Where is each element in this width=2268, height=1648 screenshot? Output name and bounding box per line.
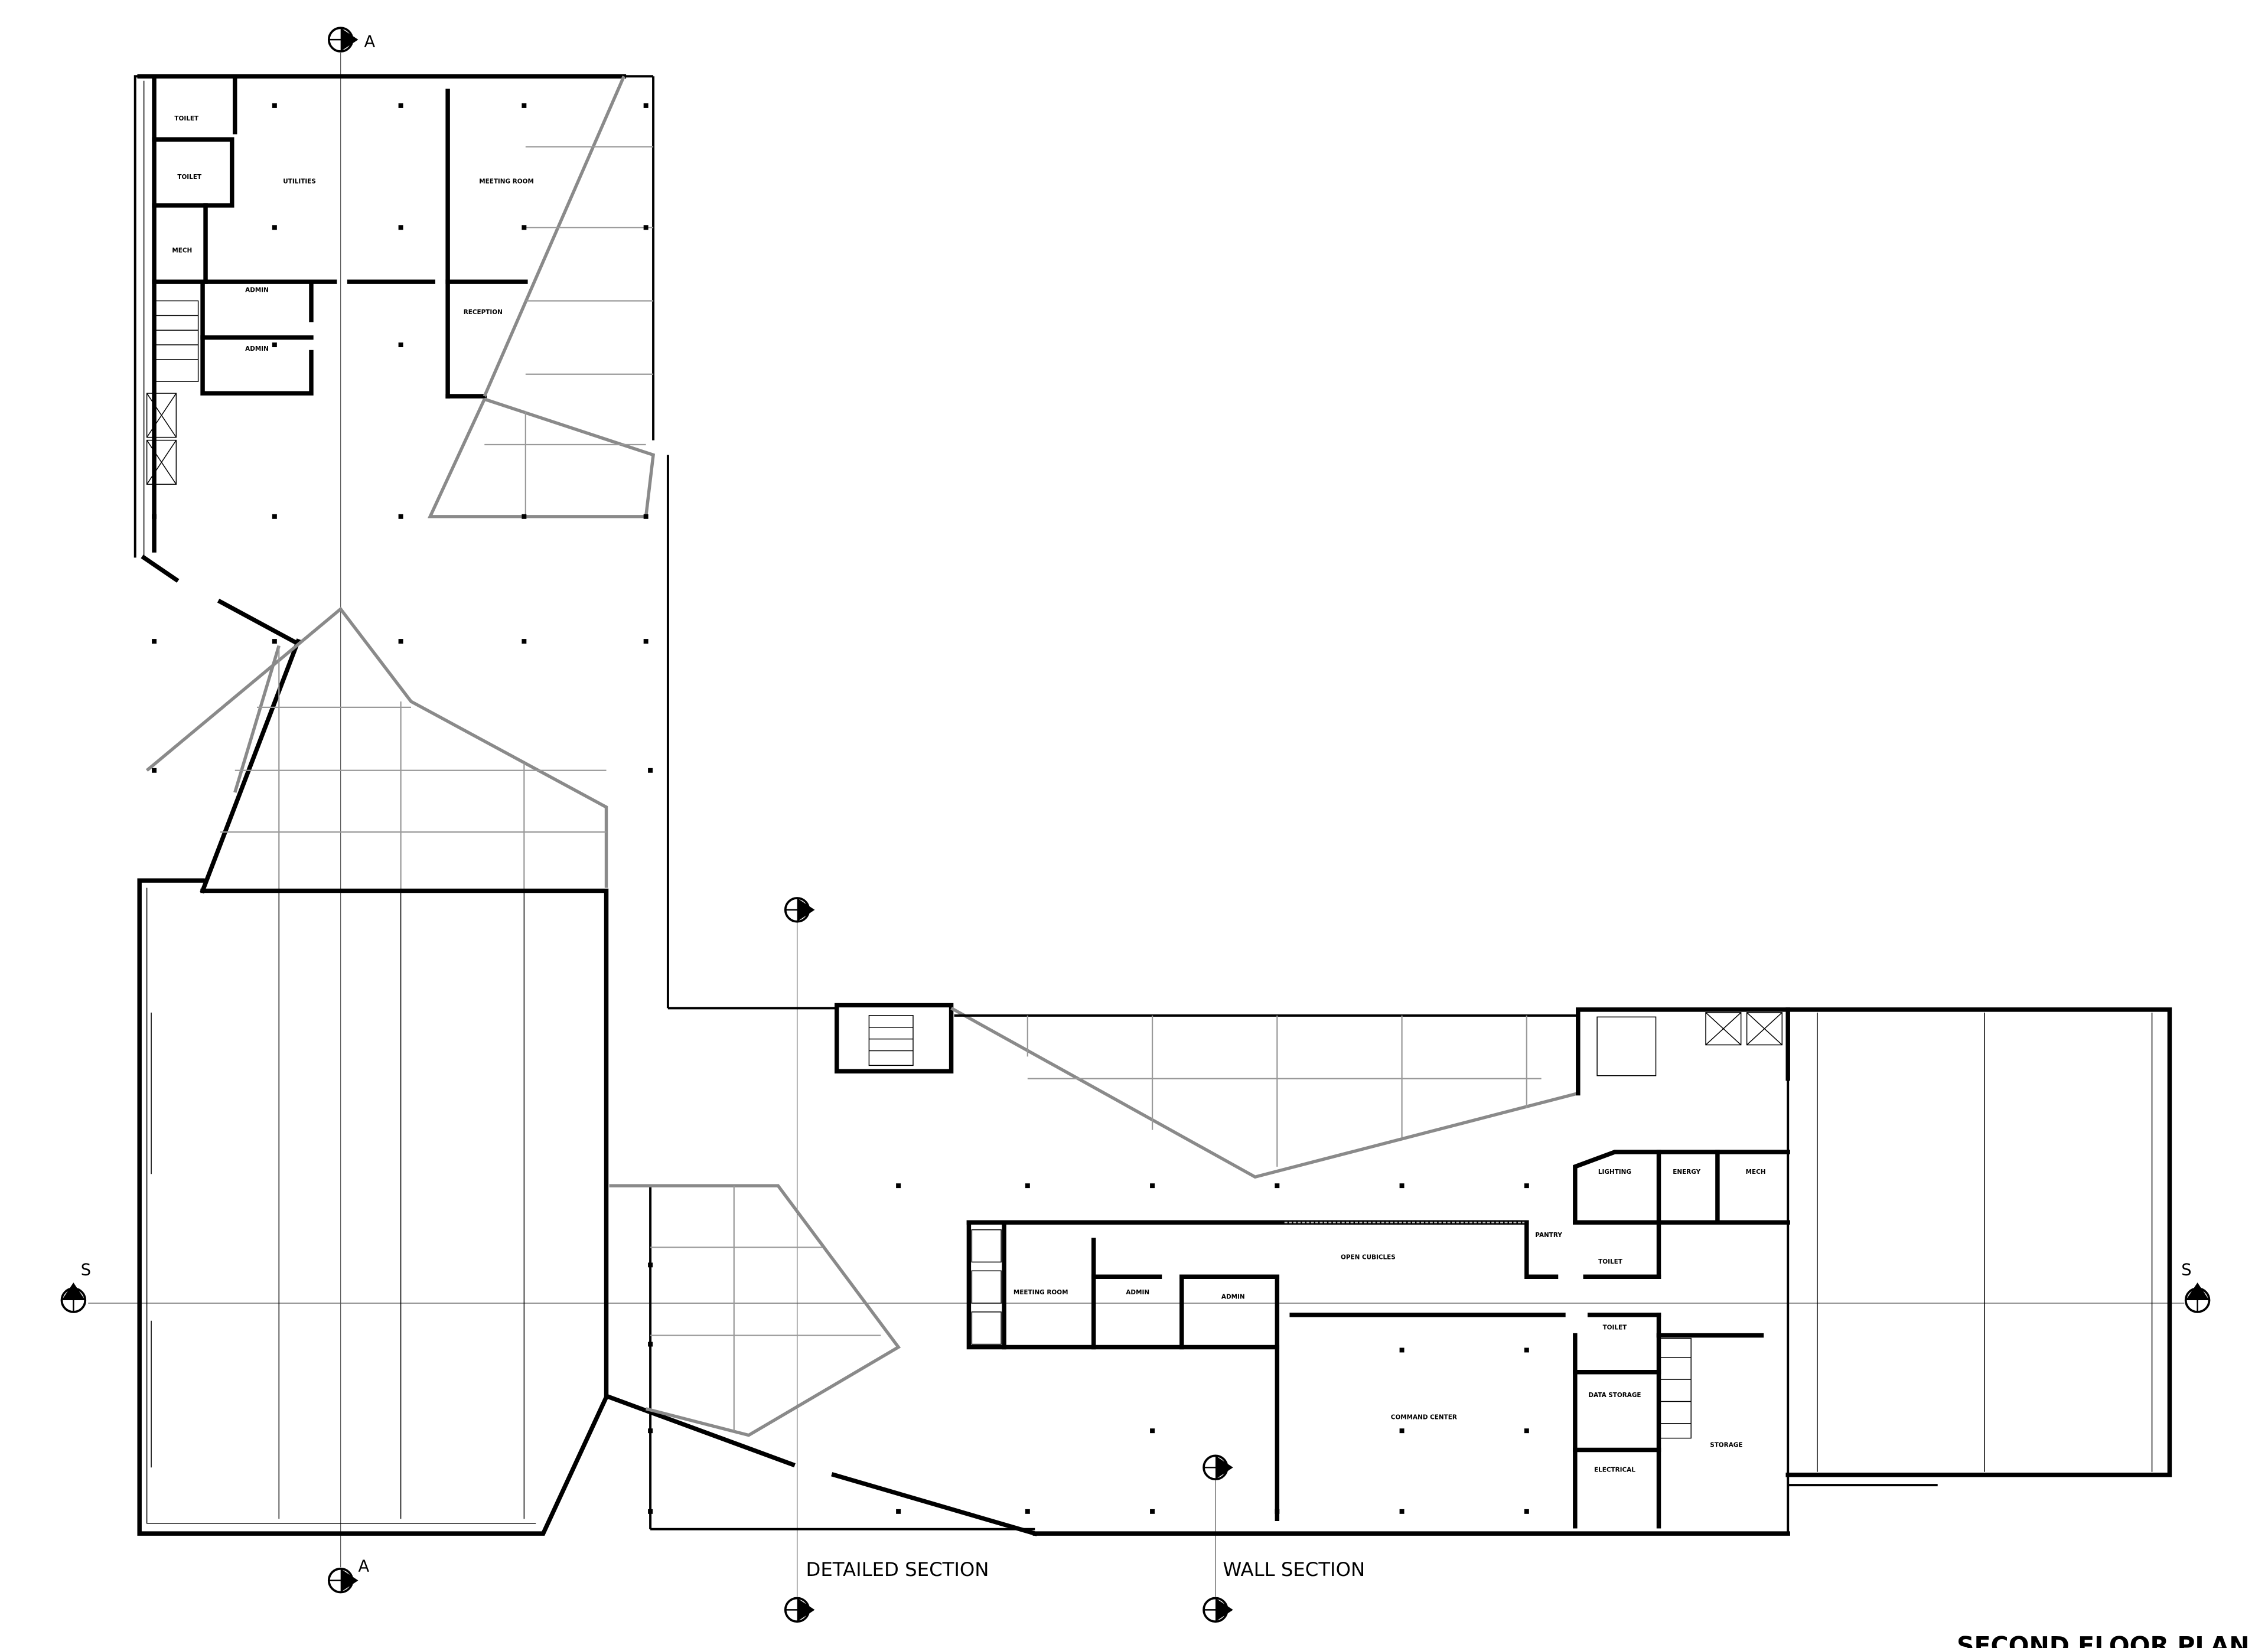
- column: [648, 768, 653, 773]
- column: [398, 225, 403, 230]
- svg-text:S: S: [2181, 1261, 2191, 1280]
- room-label: LIGHTING: [1598, 1169, 1631, 1176]
- room-label: OPEN CUBICLES: [1341, 1254, 1396, 1261]
- column: [1150, 1183, 1155, 1189]
- room-label: TOILET: [1598, 1258, 1623, 1265]
- column: [1150, 1509, 1155, 1514]
- column: [152, 768, 157, 773]
- room-label: ADMIN: [1126, 1289, 1149, 1296]
- column: [1399, 1428, 1405, 1434]
- column: [272, 514, 277, 519]
- room-label: DATA STORAGE: [1588, 1392, 1641, 1399]
- column: [1150, 1428, 1155, 1434]
- svg-text:A: A: [364, 33, 375, 51]
- room-label: ENERGY: [1673, 1169, 1700, 1176]
- column: [1399, 1347, 1405, 1353]
- column: [1275, 1509, 1280, 1514]
- room-label: MEETING ROOM: [1014, 1289, 1068, 1296]
- room-label: TOILET: [174, 115, 199, 122]
- room-label: MEETING ROOM: [479, 178, 534, 185]
- column: [643, 639, 649, 644]
- column: [522, 225, 527, 230]
- column: [1524, 1183, 1529, 1189]
- column: [398, 639, 403, 644]
- column: [398, 103, 403, 108]
- section-marker-s-left: S: [60, 1261, 91, 1313]
- svg-text:WALL SECTION: WALL SECTION: [1223, 1558, 1365, 1581]
- room-label: RECEPTION: [464, 309, 503, 316]
- room-label: ADMIN: [245, 345, 269, 353]
- column: [522, 514, 527, 519]
- grid-axes: [88, 53, 2185, 1597]
- column: [648, 1509, 653, 1514]
- column: [648, 1428, 653, 1434]
- room-label: TOILET: [177, 174, 202, 181]
- column: [272, 639, 277, 644]
- room-labels: TOILET TOILET UTILITIES MEETING ROOM MEC…: [172, 115, 1765, 1474]
- room-label: TOILET: [1603, 1324, 1628, 1332]
- column: [398, 342, 403, 348]
- room-label: MECH: [172, 247, 192, 254]
- drawing-title: SECOND FLOOR PLAN: [1957, 1631, 2250, 1648]
- svg-text:S: S: [81, 1261, 91, 1280]
- section-marker-a-top: A: [327, 27, 375, 53]
- column: [1025, 1183, 1030, 1189]
- column: [272, 103, 277, 108]
- svg-text:DETAILED SECTION: DETAILED SECTION: [806, 1558, 989, 1581]
- east-wing: [606, 1003, 2172, 1536]
- column: [272, 225, 277, 230]
- column: [272, 342, 277, 348]
- column: [1524, 1347, 1529, 1353]
- column: [152, 514, 157, 519]
- column: [896, 1509, 901, 1514]
- column: [1025, 1509, 1030, 1514]
- north-wing: [133, 74, 669, 1009]
- column: [522, 639, 527, 644]
- column: [1275, 1183, 1280, 1189]
- section-marker-s-right: S: [2181, 1261, 2211, 1313]
- column: [648, 1262, 653, 1268]
- room-label: PANTRY: [1535, 1232, 1562, 1239]
- wall-section-marker: WALL SECTION: [1203, 1454, 1365, 1623]
- room-label: MECH: [1746, 1169, 1766, 1176]
- column: [522, 103, 527, 108]
- column: [1524, 1509, 1529, 1514]
- svg-text:A: A: [359, 1558, 370, 1576]
- column: [398, 514, 403, 519]
- room-label: STORAGE: [1710, 1442, 1742, 1449]
- room-label: UTILITIES: [283, 178, 316, 185]
- room-label: ADMIN: [245, 287, 269, 294]
- column: [1399, 1509, 1405, 1514]
- section-marker-a-bottom: A: [327, 1558, 370, 1594]
- room-label: ELECTRICAL: [1594, 1467, 1635, 1474]
- column: [1524, 1428, 1529, 1434]
- structural-columns: [152, 103, 1529, 1514]
- column: [643, 103, 649, 108]
- column: [643, 225, 649, 230]
- column: [1399, 1183, 1405, 1189]
- detailed-section-marker: DETAILED SECTION: [784, 897, 989, 1623]
- column: [896, 1183, 901, 1189]
- room-label: COMMAND CENTER: [1391, 1414, 1457, 1421]
- column: [643, 514, 649, 519]
- column: [648, 1342, 653, 1347]
- room-label: ADMIN: [1221, 1293, 1245, 1300]
- west-hall: [137, 878, 609, 1536]
- column: [152, 639, 157, 644]
